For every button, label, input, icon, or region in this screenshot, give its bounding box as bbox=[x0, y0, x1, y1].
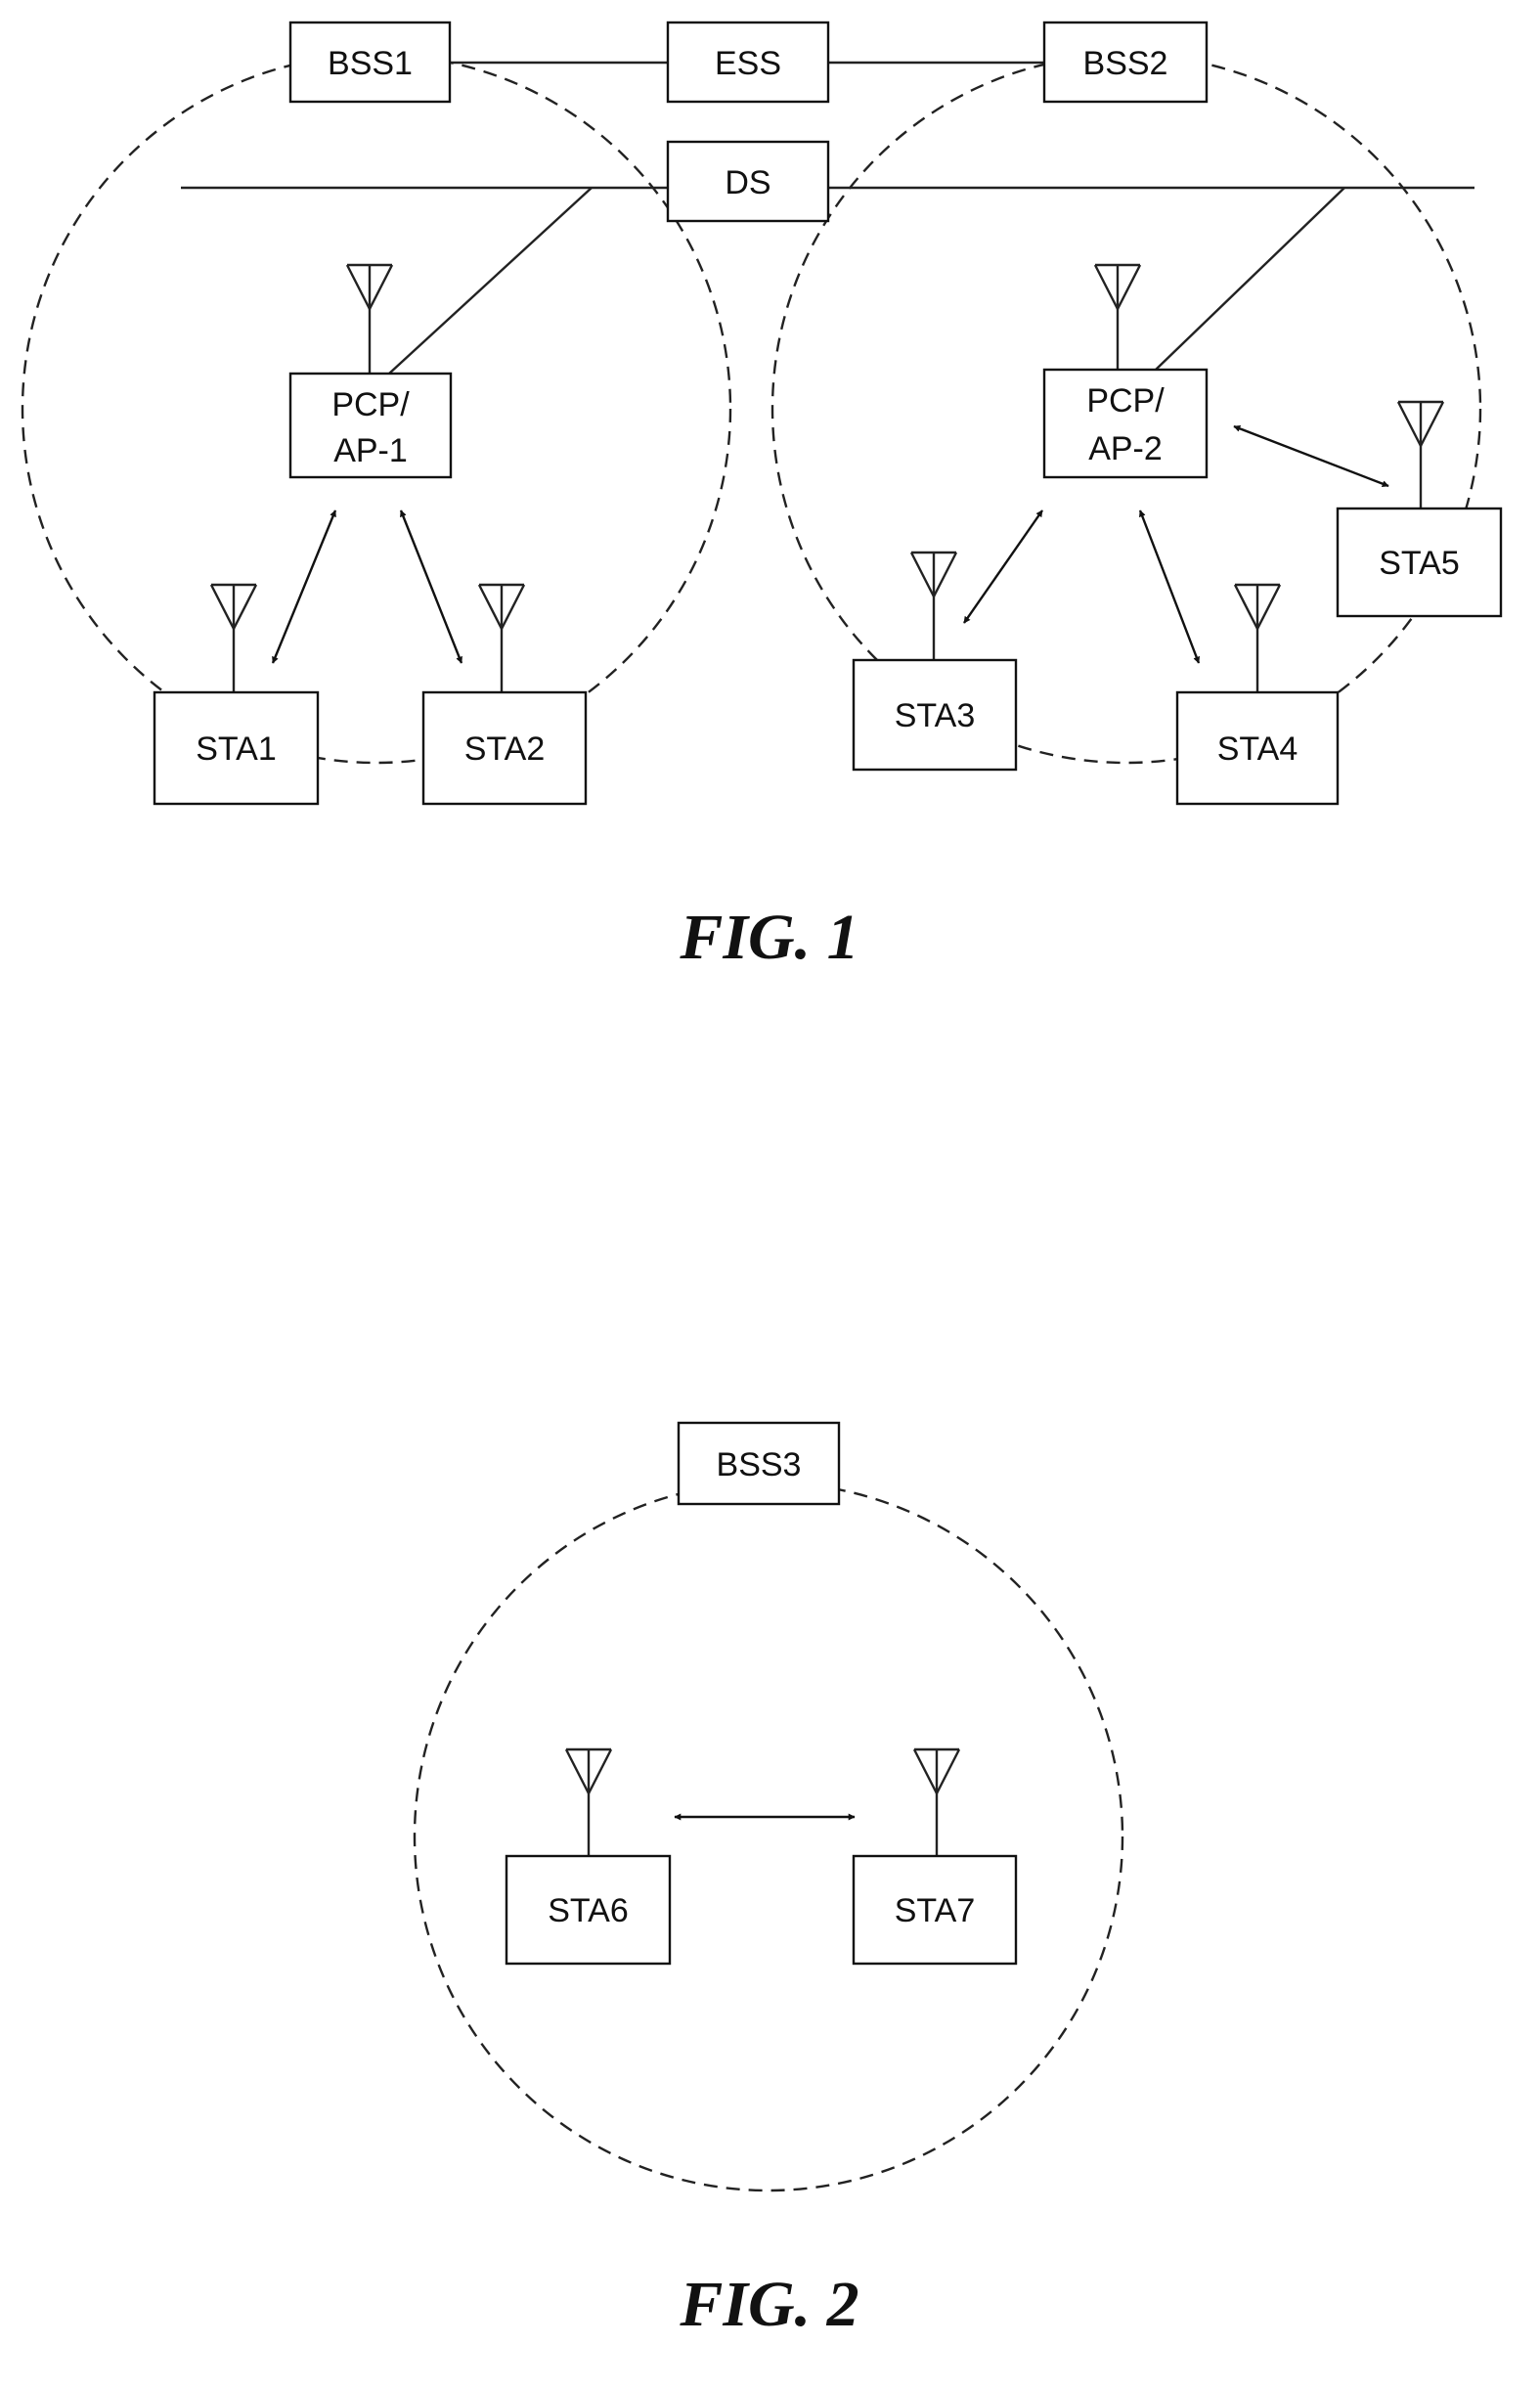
ds-label: DS bbox=[725, 164, 770, 201]
antenna-icon bbox=[347, 265, 392, 374]
ap2-box: PCP/ AP-2 bbox=[1044, 370, 1207, 477]
antenna-icon bbox=[1095, 265, 1140, 370]
sta2-label: STA2 bbox=[464, 730, 546, 768]
sta7-box: STA7 bbox=[854, 1856, 1016, 1964]
figure-1-caption: FIG. 1 bbox=[679, 902, 858, 973]
figure-1: BSS1 ESS BSS2 DS bbox=[22, 22, 1501, 973]
antenna-icon bbox=[914, 1749, 959, 1856]
ap2-label-line2: AP-2 bbox=[1088, 430, 1163, 467]
sta3-ap2-link-arrow bbox=[964, 510, 1042, 623]
sta1-box: STA1 bbox=[154, 692, 318, 804]
sta1-ap1-link-arrow bbox=[273, 510, 335, 663]
ds-box: DS bbox=[668, 142, 828, 221]
bss3-box: BSS3 bbox=[679, 1423, 839, 1504]
antenna-icon bbox=[911, 553, 956, 660]
ap1-box: PCP/ AP-1 bbox=[290, 374, 451, 477]
sta1-label: STA1 bbox=[196, 730, 277, 768]
bss1-box: BSS1 bbox=[290, 22, 450, 102]
ess-box: ESS bbox=[668, 22, 828, 102]
sta2-ap1-link-arrow bbox=[401, 510, 462, 663]
ap1-label-line1: PCP/ bbox=[331, 386, 410, 423]
antenna-icon bbox=[566, 1749, 611, 1856]
ap2-ds-connection bbox=[1156, 188, 1344, 370]
ess-label: ESS bbox=[715, 45, 781, 82]
figure-2: BSS3 STA6 STA7 FIG. 2 bbox=[415, 1423, 1122, 2340]
sta7-label: STA7 bbox=[895, 1892, 976, 1929]
sta3-label: STA3 bbox=[895, 697, 976, 734]
antenna-icon bbox=[1398, 402, 1443, 509]
sta6-label: STA6 bbox=[548, 1892, 629, 1929]
sta2-box: STA2 bbox=[423, 692, 586, 804]
antenna-icon bbox=[211, 585, 256, 692]
sta6-box: STA6 bbox=[506, 1856, 670, 1964]
ap1-label-line2: AP-1 bbox=[333, 432, 408, 469]
sta3-box: STA3 bbox=[854, 660, 1016, 770]
bss1-label: BSS1 bbox=[328, 45, 413, 82]
sta5-box: STA5 bbox=[1338, 509, 1501, 616]
sta4-label: STA4 bbox=[1217, 730, 1298, 768]
sta4-box: STA4 bbox=[1177, 692, 1338, 804]
antenna-icon bbox=[479, 585, 524, 692]
bss2-label: BSS2 bbox=[1083, 45, 1168, 82]
figure-2-caption: FIG. 2 bbox=[679, 2269, 858, 2340]
ap1-ds-connection bbox=[389, 188, 592, 374]
sta4-ap2-link-arrow bbox=[1140, 510, 1199, 663]
bss3-coverage-circle bbox=[415, 1482, 1122, 2190]
sta5-ap2-link-arrow bbox=[1234, 426, 1388, 486]
antenna-icon bbox=[1235, 585, 1280, 692]
sta5-label: STA5 bbox=[1379, 545, 1460, 582]
bss2-box: BSS2 bbox=[1044, 22, 1207, 102]
bss3-label: BSS3 bbox=[717, 1446, 802, 1483]
ap2-label-line1: PCP/ bbox=[1086, 382, 1165, 420]
